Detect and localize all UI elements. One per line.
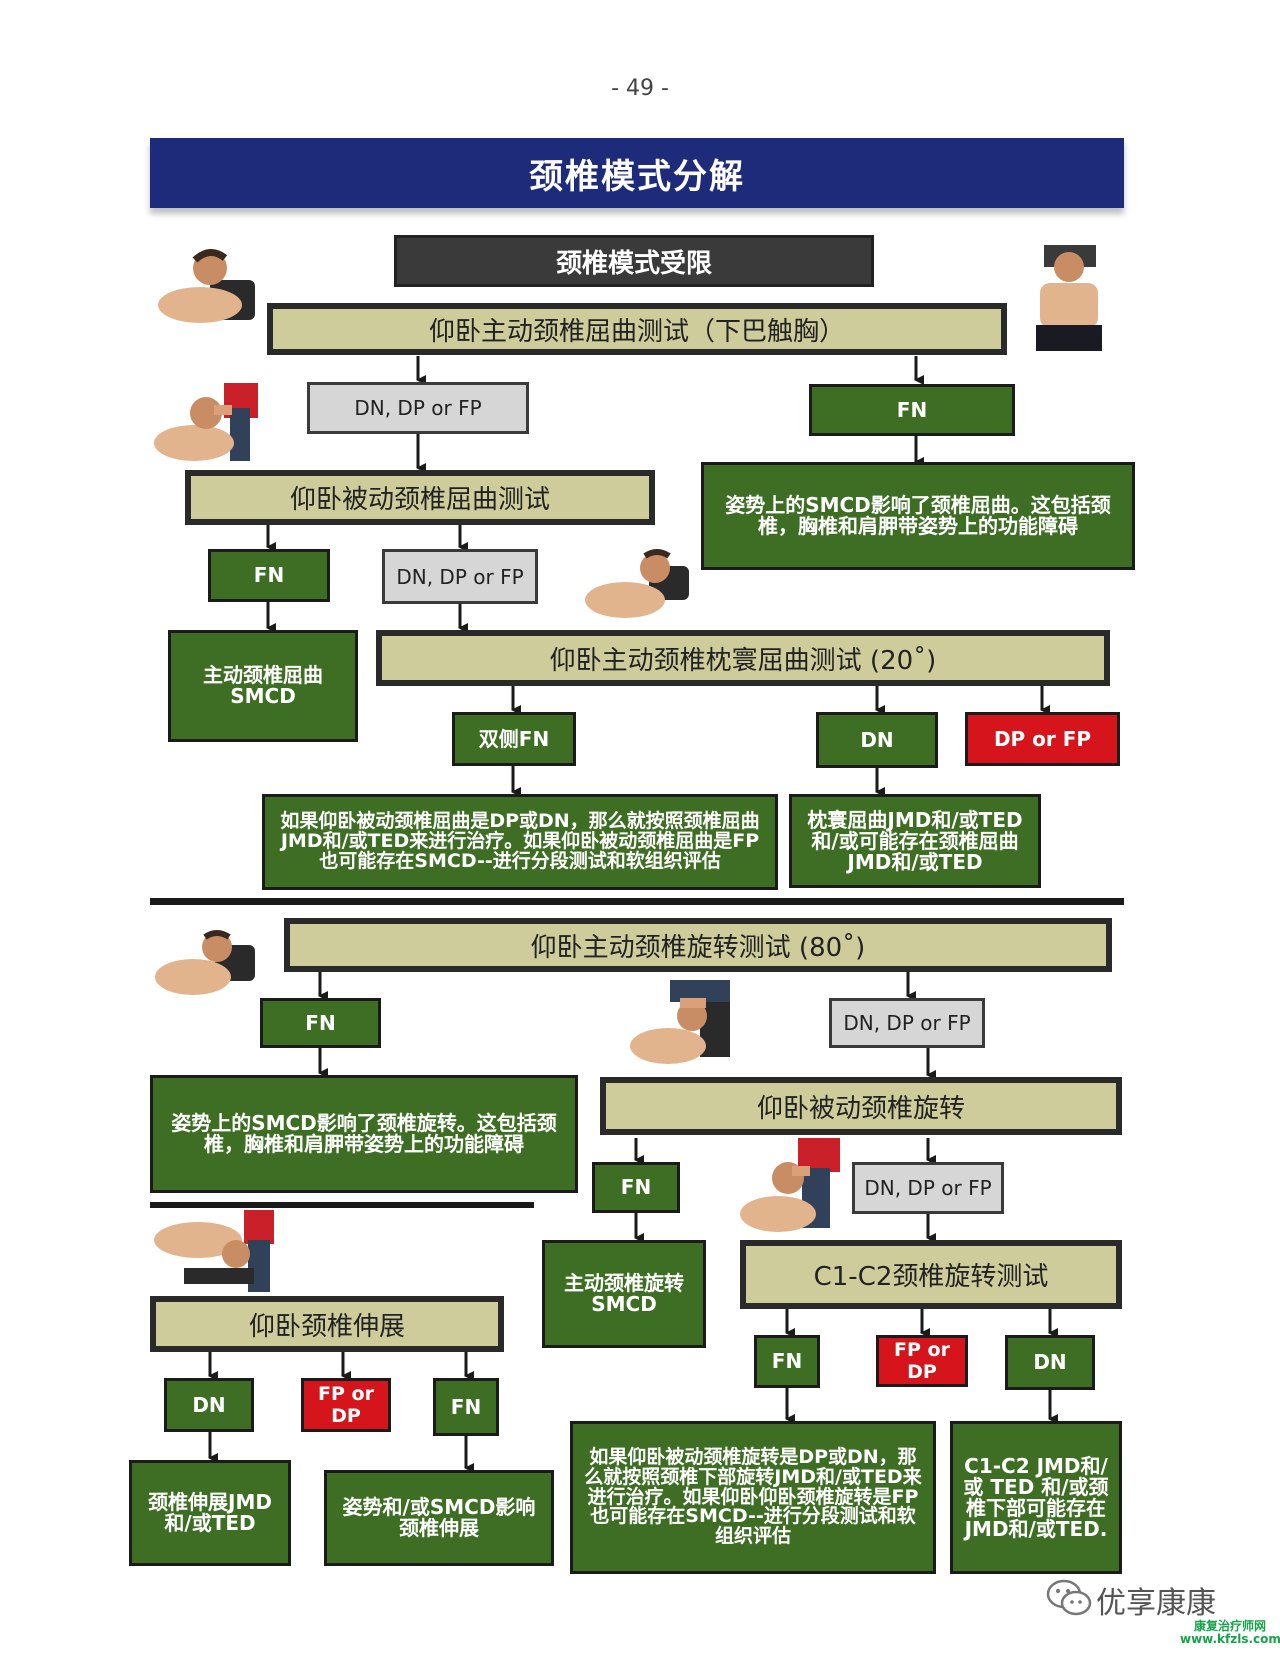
outcome-active-rotation-smcd: 主动颈椎旋转 SMCD xyxy=(542,1240,706,1348)
test-c1c2-rotation: C1-C2颈椎旋转测试 xyxy=(740,1240,1122,1309)
outcome-posture-extension: 姿势和/或SMCD影响颈椎伸展 xyxy=(324,1470,554,1566)
result-bilateral-fn: 双侧FN xyxy=(452,712,576,766)
wechat-icon xyxy=(1046,1578,1092,1618)
patient-photo xyxy=(154,383,258,461)
result-fn: FN xyxy=(754,1335,820,1388)
result-fn: FN xyxy=(208,549,330,602)
result-dn: DN xyxy=(816,712,938,768)
test-active-rotation: 仰卧主动颈椎旋转测试 (80˚) xyxy=(284,918,1112,972)
outcome-posture-flexion: 姿势上的SMCD影响了颈椎屈曲。这包括颈椎，胸椎和肩胛带姿势上的功能障碍 xyxy=(701,462,1135,570)
watermark-site-name: 康复治疗师网 xyxy=(1193,1619,1266,1633)
page-number: - 49 - xyxy=(611,75,669,101)
outcome-active-flexion-smcd: 主动颈椎屈曲 SMCD xyxy=(168,630,358,742)
result-dn-dp-fp: DN, DP or FP xyxy=(829,998,985,1048)
result-dp-or-fp: DP or FP xyxy=(965,712,1120,766)
test-active-flexion: 仰卧主动颈椎屈曲测试（下巴触胸） xyxy=(267,303,1007,355)
test-occipital-flexion: 仰卧主动颈椎枕寰屈曲测试 (20˚) xyxy=(376,630,1110,686)
outcome-treat-rotation: 如果仰卧被动颈椎旋转是DP或DN，那么就按照颈椎下部旋转JMD和/或TED来进行… xyxy=(570,1421,936,1574)
result-dn: DN xyxy=(164,1378,254,1432)
watermark-site-url: www.kfzls.com xyxy=(1180,1632,1280,1647)
patient-photo xyxy=(155,925,255,995)
watermark-brand: 优享康康 xyxy=(1096,1586,1216,1621)
patient-photo xyxy=(585,548,689,620)
section-divider xyxy=(150,898,1124,905)
outcome-c1c2-jmd: C1-C2 JMD和/或 TED 和/或颈椎下部可能存在JMD和/或TED. xyxy=(950,1421,1122,1574)
result-dn: DN xyxy=(1005,1335,1095,1390)
patient-photo xyxy=(740,1138,840,1233)
patient-photo xyxy=(630,980,735,1065)
outcome-extension-jmd: 颈椎伸展JMD和/或TED xyxy=(129,1460,291,1566)
patient-photo xyxy=(155,240,260,325)
result-fp-or-dp: FP or DP xyxy=(876,1335,968,1387)
watermark-site: 康复治疗师网 www.kfzls.com xyxy=(1180,1619,1280,1650)
result-fn: FN xyxy=(433,1378,499,1436)
outcome-posture-rotation: 姿势上的SMCD影响了颈椎旋转。这包括颈椎，胸椎和肩胛带姿势上的功能障碍 xyxy=(150,1075,578,1193)
patient-photo xyxy=(1026,243,1112,353)
result-fp-or-dp: FP or DP xyxy=(301,1378,391,1432)
test-extension: 仰卧颈椎伸展 xyxy=(150,1296,504,1352)
test-passive-flexion: 仰卧被动颈椎屈曲测试 xyxy=(185,470,655,525)
page-title: 颈椎模式分解 xyxy=(150,138,1124,208)
header-box: 颈椎模式受限 xyxy=(394,235,874,287)
test-passive-rotation: 仰卧被动颈椎旋转 xyxy=(600,1077,1122,1135)
outcome-occipital-jmd: 枕寰屈曲JMD和/或TED和/或可能存在颈椎屈曲JMD和/或TED xyxy=(789,794,1041,888)
section-divider xyxy=(150,1202,534,1208)
patient-photo xyxy=(154,1210,274,1292)
result-dn-dp-fp: DN, DP or FP xyxy=(852,1162,1004,1214)
result-dn-dp-fp: DN, DP or FP xyxy=(307,382,529,434)
result-fn: FN xyxy=(809,384,1015,436)
result-fn: FN xyxy=(260,998,381,1048)
result-dn-dp-fp: DN, DP or FP xyxy=(382,549,538,604)
outcome-treat-flexion: 如果仰卧被动颈椎屈曲是DP或DN，那么就按照颈椎屈曲JMD和/或TED来进行治疗… xyxy=(262,794,778,890)
result-fn: FN xyxy=(592,1162,680,1213)
